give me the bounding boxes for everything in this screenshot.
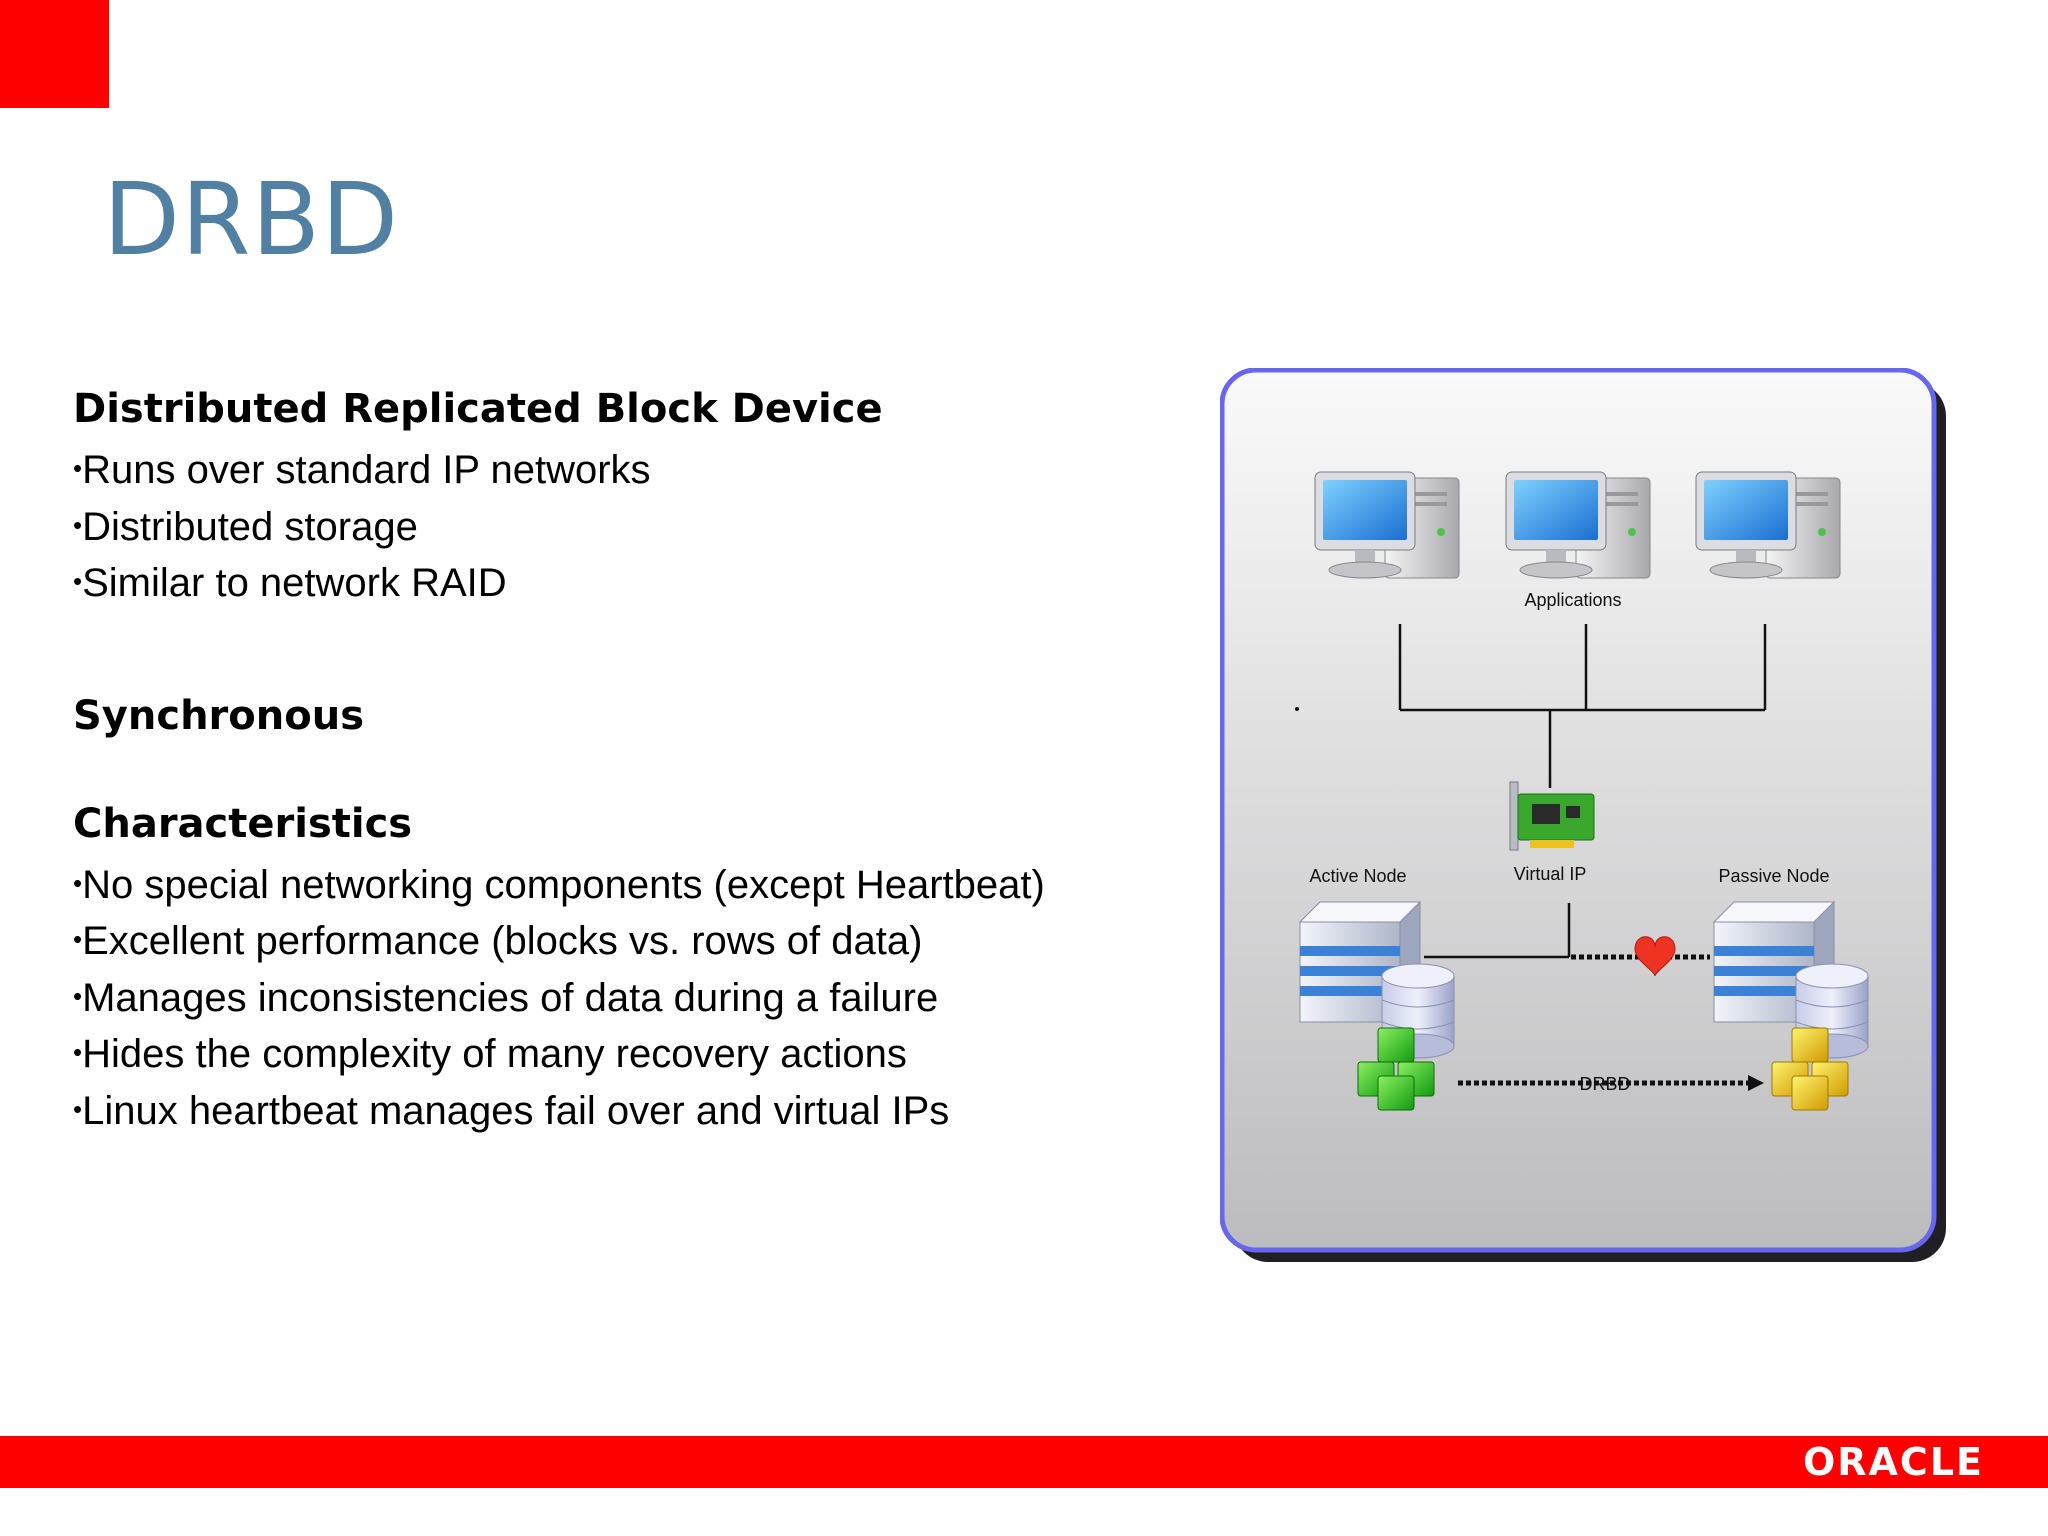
- characteristics-bullet-list: No special networking components (except…: [73, 856, 1173, 1139]
- drbd-label: DRBD: [1579, 1074, 1630, 1094]
- passive-node-label: Passive Node: [1718, 866, 1829, 886]
- intro-bullet-list: Runs over standard IP networks Distribut…: [73, 441, 1173, 611]
- heading-drbd-full-name: Distributed Replicated Block Device: [73, 386, 883, 432]
- characteristic-bullet: No special networking components (except…: [73, 856, 1173, 913]
- network-card-icon: [1509, 781, 1595, 851]
- intro-bullet: Runs over standard IP networks: [73, 441, 1173, 498]
- characteristic-bullet: Manages inconsistencies of data during a…: [73, 969, 1173, 1026]
- oracle-logo: ORACLE: [1802, 1440, 1984, 1484]
- slide-title: DRBD: [103, 161, 400, 278]
- heading-characteristics: Characteristics: [73, 800, 413, 847]
- drbd-architecture-diagram: Applications Virtual IP Active Node Pass…: [1220, 368, 1946, 1262]
- characteristic-bullet: Excellent performance (blocks vs. rows o…: [73, 912, 1173, 969]
- characteristic-bullet: Hides the complexity of many recovery ac…: [73, 1025, 1173, 1082]
- corner-accent-square: [0, 0, 109, 108]
- footer-bar: ORACLE: [0, 1436, 2048, 1488]
- network-connectors: [1398, 624, 1767, 788]
- active-node-label: Active Node: [1309, 866, 1406, 886]
- virtual-ip-label: Virtual IP: [1514, 864, 1587, 884]
- stray-dot: [1295, 707, 1299, 711]
- drbd-replication-arrow: [1458, 1075, 1764, 1091]
- applications-label: Applications: [1524, 590, 1621, 610]
- heading-synchronous: Synchronous: [73, 692, 364, 739]
- heart-icon: [1634, 936, 1676, 977]
- intro-bullet: Distributed storage: [73, 498, 1173, 555]
- slide-content: Distributed Replicated Block Device Runs…: [73, 377, 1173, 1138]
- heartbeat-link: [1424, 903, 1710, 960]
- characteristic-bullet: Linux heartbeat manages fail over and vi…: [73, 1082, 1173, 1139]
- intro-bullet: Similar to network RAID: [73, 554, 1173, 611]
